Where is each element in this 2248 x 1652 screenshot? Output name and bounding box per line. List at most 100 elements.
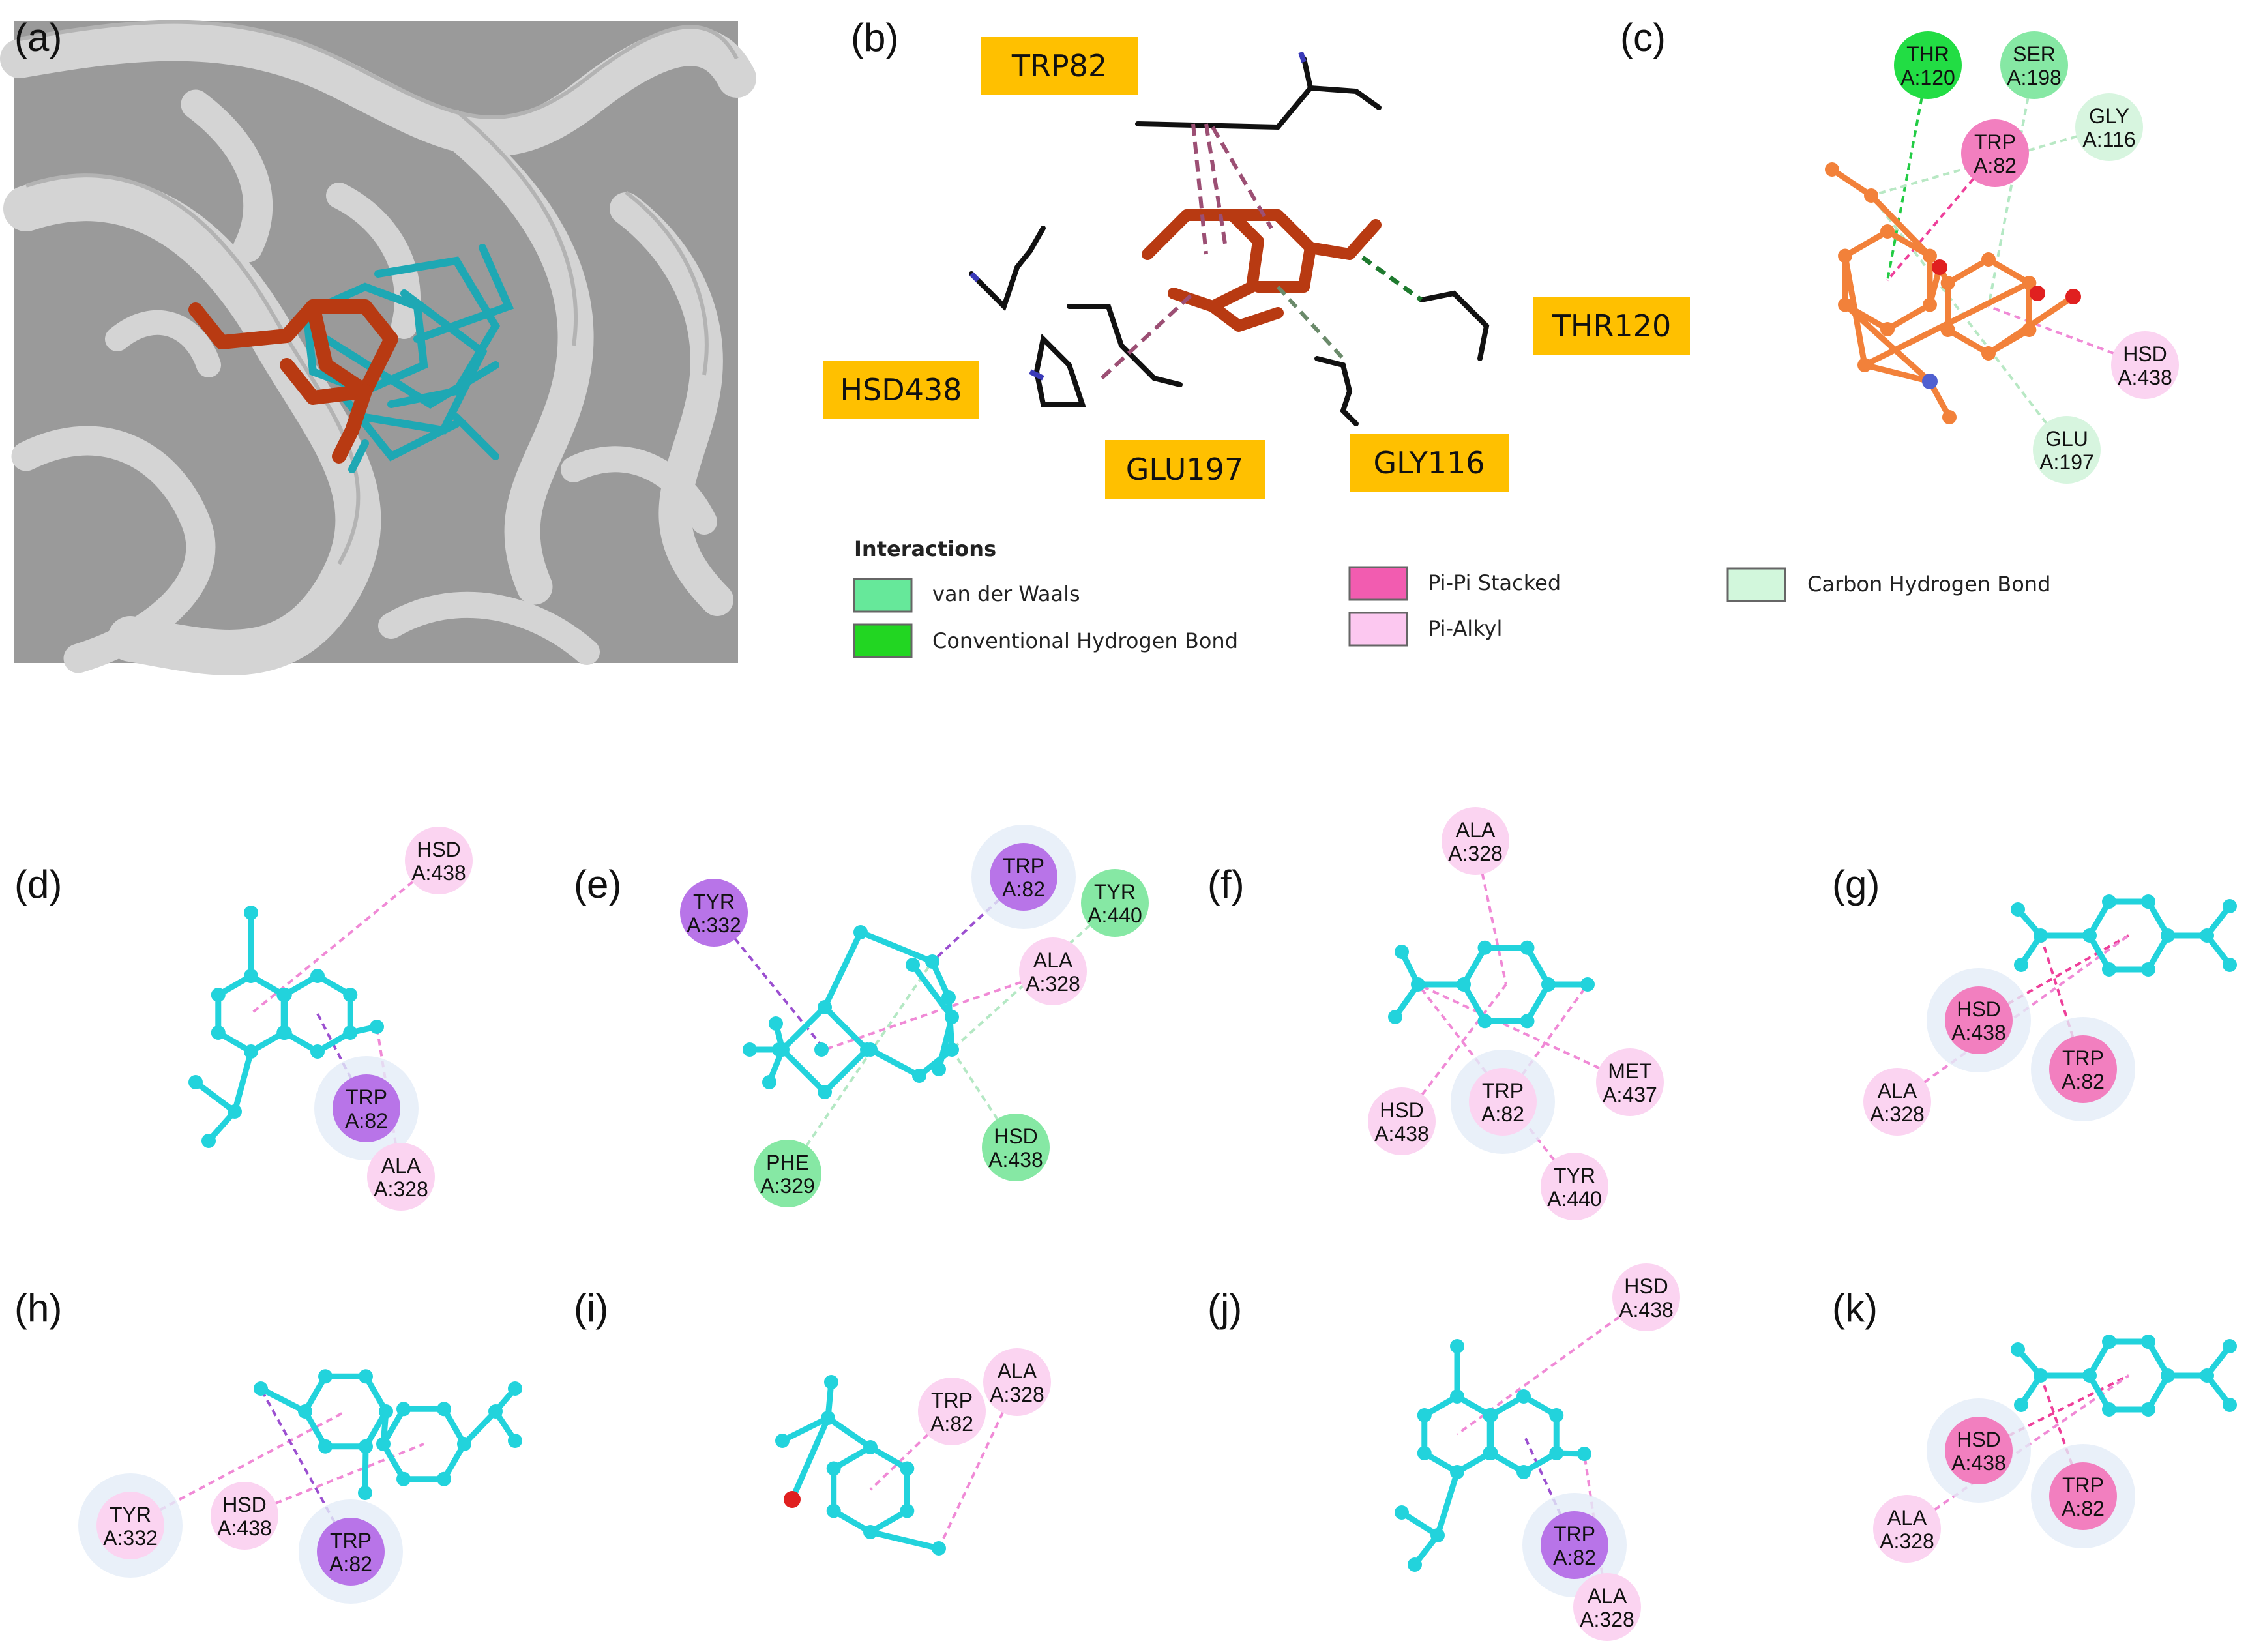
residue-name: TRP [1974,130,2016,154]
ligand-structure [1395,1339,1591,1572]
interaction-line [786,960,934,1175]
residue-tag-glu197: GLU197 [1105,440,1265,499]
residue-number: A:82 [2062,1070,2105,1093]
interaction-lines [130,1388,424,1552]
residue-number: A:328 [1880,1529,1934,1553]
residue-name: HSD [1380,1099,1424,1122]
residue-number: A:437 [1603,1083,1657,1106]
residue-number: A:328 [1580,1608,1634,1631]
residue-name: TRP [2062,1046,2104,1070]
residue-name: ALA [998,1359,1037,1383]
svg-text:van der Waals: van der Waals [932,582,1080,606]
residue-number: A:328 [1026,972,1080,996]
panel-b: (b) [823,16,1690,499]
residue-number: A:82 [329,1552,372,1576]
svg-text:GLY116: GLY116 [1373,445,1485,480]
residue-number: A:328 [374,1177,428,1201]
residue-name: TRP [2062,1473,2104,1497]
ribbon-edges [19,20,739,565]
interaction-line [244,1443,424,1517]
legend-title: Interactions [854,537,996,561]
interactions-legend: Interactions van der Waals Conventional … [853,537,2050,658]
svg-text:GLU197: GLU197 [1126,452,1243,487]
legend-item-pi-pi-stacked: Pi-Pi Stacked [1348,566,1561,601]
residue-name: HSD [1624,1275,1668,1298]
residue-number: A:82 [345,1109,388,1132]
pi-interaction-lines [1100,123,1273,380]
svg-text:HSD438: HSD438 [840,372,962,407]
ligand-structure [775,1375,946,1556]
residue-name: GLY [2089,104,2129,128]
residue-name: HSD [2123,342,2167,366]
panel-label-f: (f) [1207,863,1245,906]
ligand-structure [743,925,959,1099]
residue-number: A:328 [1870,1102,1925,1126]
carbon-hydrogen-bond-line [1276,285,1345,361]
panel-c: (c) THRA:120SERA:198GLYA:116TRPA:82HSDA:… [1620,16,2179,484]
residue-number: A:440 [1547,1187,1602,1211]
interaction-line [316,1013,368,1109]
panel-label-j: (j) [1207,1286,1242,1330]
residue-name: TRP [1482,1079,1524,1102]
panel-label-a: (a) [14,16,62,59]
docked-red-ligand [188,299,398,464]
panel-label-c: (c) [1620,16,1666,59]
residue-name: GLU [2045,427,2088,450]
residue-sticks [969,56,1490,426]
panel-label-d: (d) [14,863,62,906]
residue-name: TYR [693,890,735,913]
residue-number: A:328 [990,1383,1044,1406]
residue-name: TRP [346,1085,387,1109]
residue-number: A:197 [2039,450,2094,474]
svg-text:Pi-Pi Stacked: Pi-Pi Stacked [1428,570,1561,595]
residue-name: TYR [1094,880,1136,904]
residue-name: HSD [994,1125,1038,1148]
residue-name: TRP [330,1529,372,1552]
ligand-structure [1825,162,2081,424]
nitrogen-atoms [969,51,1307,381]
hydrogen-bond-line [1361,256,1423,302]
residue-number: A:82 [1002,878,1045,901]
interaction-line [938,1381,1018,1549]
residue-tag-trp82: TRP82 [981,37,1138,95]
ligand-structure [2011,1335,2237,1417]
residue-number: A:82 [1481,1102,1524,1126]
residue-name: HSD [1957,1428,2001,1451]
interaction-line [1896,934,2130,1103]
residue-name: MET [1608,1059,1652,1083]
residue-number: A:438 [1951,1021,2006,1044]
panel-label-h: (h) [14,1286,62,1330]
residue-number: A:329 [760,1174,815,1198]
residue-number: A:82 [1553,1546,1596,1569]
residue-number: A:82 [930,1412,973,1436]
ligand-structure [188,906,384,1148]
residue-name: ALA [1033,949,1073,972]
residue-name: TYR [1554,1164,1595,1187]
residue-name: TRP [931,1389,973,1412]
residue-name: PHE [766,1151,809,1174]
ligand-sticks [1142,209,1382,332]
residue-number: A:82 [2062,1497,2105,1520]
residue-name: HSD [417,838,461,861]
residue-number: A:82 [1974,154,2017,177]
